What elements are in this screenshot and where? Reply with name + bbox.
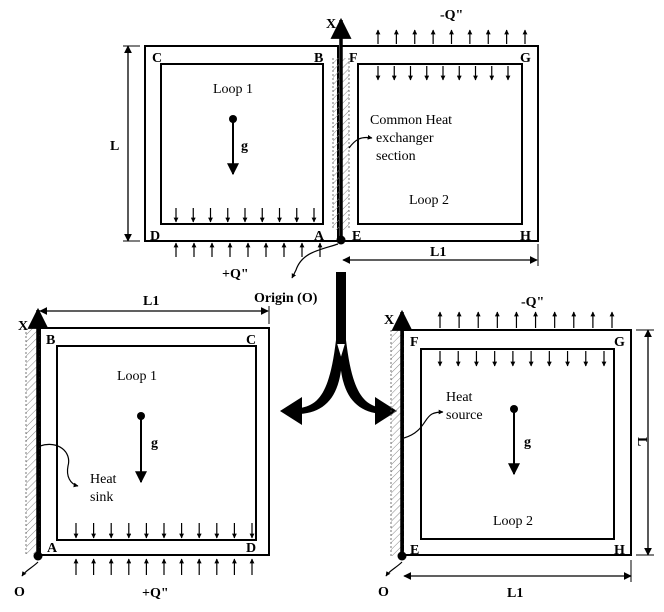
top-diagram: C B D A F G E H Loop 1 Loop 2 g X L L1 -… xyxy=(110,8,539,306)
top-corner-g: G xyxy=(520,51,531,66)
right-gravity-label: g xyxy=(524,435,531,450)
top-corner-c: C xyxy=(152,51,162,66)
top-length-label: L xyxy=(110,139,119,154)
right-l1-label: L1 xyxy=(507,586,523,601)
top-hx-label-line2: exchanger xyxy=(376,131,434,146)
top-heat-removal-arrows xyxy=(375,29,528,44)
split-arrow xyxy=(280,272,397,425)
right-heat-source-label-line2: source xyxy=(446,408,483,423)
top-origin-dot xyxy=(336,235,346,245)
top-hx-label-line1: Common Heat xyxy=(370,113,452,128)
top-loop1-label: Loop 1 xyxy=(213,82,253,97)
right-corner-h: H xyxy=(614,543,625,558)
split-arrow-right-head xyxy=(375,397,397,425)
left-corner-d: D xyxy=(246,541,256,556)
top-origin-pointer xyxy=(291,243,339,279)
left-x-axis-label: X xyxy=(18,319,28,334)
top-corner-d: D xyxy=(150,229,160,244)
right-loop2-inner-wall xyxy=(420,348,615,540)
top-heat-input-arrows xyxy=(173,242,323,257)
right-corner-f: F xyxy=(410,335,419,350)
left-origin-label: O xyxy=(14,585,25,600)
right-heat-removal-label: -Q" xyxy=(521,295,544,310)
top-loop2-inner-arrows xyxy=(375,66,511,81)
left-l1-label: L1 xyxy=(143,294,159,309)
split-arrow-left-head xyxy=(280,397,302,425)
top-corner-h: H xyxy=(520,229,531,244)
left-diagram: B C A D X O L1 Loop 1 g Heat sink +Q" xyxy=(14,294,270,601)
left-origin-dot xyxy=(33,551,43,561)
left-gravity-label: g xyxy=(151,436,158,451)
left-heat-sink-label-line1: Heat xyxy=(90,472,117,487)
right-origin-pointer xyxy=(385,561,403,577)
left-loop1-inner-wall xyxy=(56,345,257,541)
right-heat-source-label-line1: Heat xyxy=(446,390,473,405)
left-corner-c: C xyxy=(246,333,256,348)
left-corner-b: B xyxy=(46,333,55,348)
left-heat-sink-pointer xyxy=(39,443,79,488)
top-corner-f: F xyxy=(349,51,358,66)
right-diagram: F G E H X O L1 L Loop 2 g Heat source -Q… xyxy=(378,295,654,601)
right-corner-e: E xyxy=(410,543,419,558)
left-origin-pointer xyxy=(21,561,39,577)
left-heat-input-label: +Q" xyxy=(142,586,169,601)
left-heat-sink-label-line2: sink xyxy=(90,490,113,505)
right-x-axis-label: X xyxy=(384,313,394,328)
top-heat-removal-label: -Q" xyxy=(440,8,463,23)
top-corner-a: A xyxy=(314,229,325,244)
top-gravity-label: g xyxy=(241,139,248,154)
top-loop2-inner-wall xyxy=(357,63,523,225)
top-hx-pointer xyxy=(348,134,373,149)
right-loop2-inner-arrows xyxy=(437,351,607,367)
right-origin-dot xyxy=(397,551,407,561)
top-loop2-label: Loop 2 xyxy=(409,193,449,208)
top-loop1-inner-wall xyxy=(160,63,324,225)
right-origin-label: O xyxy=(378,585,389,600)
right-length-label: L xyxy=(634,437,649,446)
right-heat-removal-arrows xyxy=(437,311,615,328)
left-loop1-label: Loop 1 xyxy=(117,369,157,384)
right-loop2-label: Loop 2 xyxy=(493,514,533,529)
top-l1-label: L1 xyxy=(430,245,446,260)
left-loop1-inner-arrows xyxy=(73,523,255,539)
top-loop1-inner-arrows xyxy=(173,208,317,223)
top-corner-e: E xyxy=(352,229,361,244)
right-heat-source-pointer xyxy=(403,409,444,439)
top-x-axis-label: X xyxy=(326,17,336,32)
top-origin-label: Origin (O) xyxy=(254,291,318,306)
left-corner-a: A xyxy=(47,541,58,556)
right-corner-g: G xyxy=(614,335,625,350)
left-heat-input-arrows xyxy=(73,558,255,575)
top-heat-input-label: +Q" xyxy=(222,267,249,282)
top-hx-label-line3: section xyxy=(376,149,416,164)
top-corner-b: B xyxy=(314,51,323,66)
